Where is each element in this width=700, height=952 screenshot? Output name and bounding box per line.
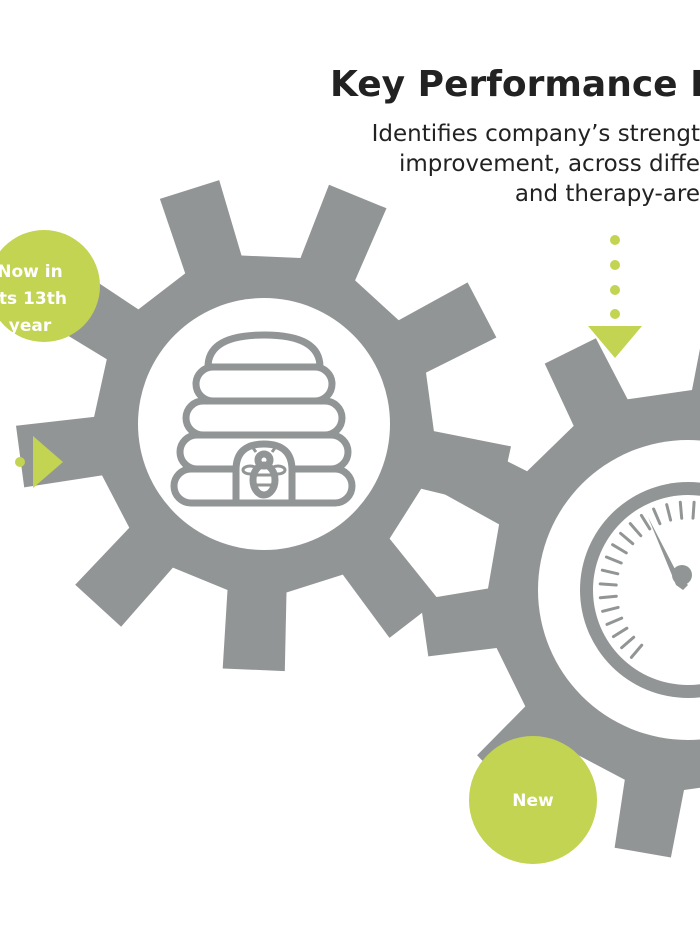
right-gear — [420, 338, 700, 858]
badge-line-1: Now in — [0, 262, 63, 282]
badge-line-2: its 13th — [0, 289, 67, 309]
badge-line-3: year — [9, 316, 52, 336]
anniversary-badge: Now in its 13th year — [0, 230, 100, 342]
new-badge: New — [469, 736, 597, 864]
subtitle-line-2: improvement, across diffe — [399, 151, 700, 177]
beehive-icon — [170, 331, 356, 507]
right-arrow-icon — [33, 436, 63, 488]
down-arrow-icon — [588, 326, 642, 358]
subtitle-line-1: Identifies company’s strengt — [372, 121, 700, 147]
left-gear — [16, 180, 511, 672]
speedometer-icon — [598, 500, 696, 659]
new-badge-label: New — [512, 791, 554, 811]
subtitle-line-3: and therapy-are — [515, 181, 700, 207]
down-arrow-connector — [588, 235, 642, 358]
left-arrow-connector — [15, 436, 63, 488]
page-title: Key Performance I — [330, 64, 700, 105]
